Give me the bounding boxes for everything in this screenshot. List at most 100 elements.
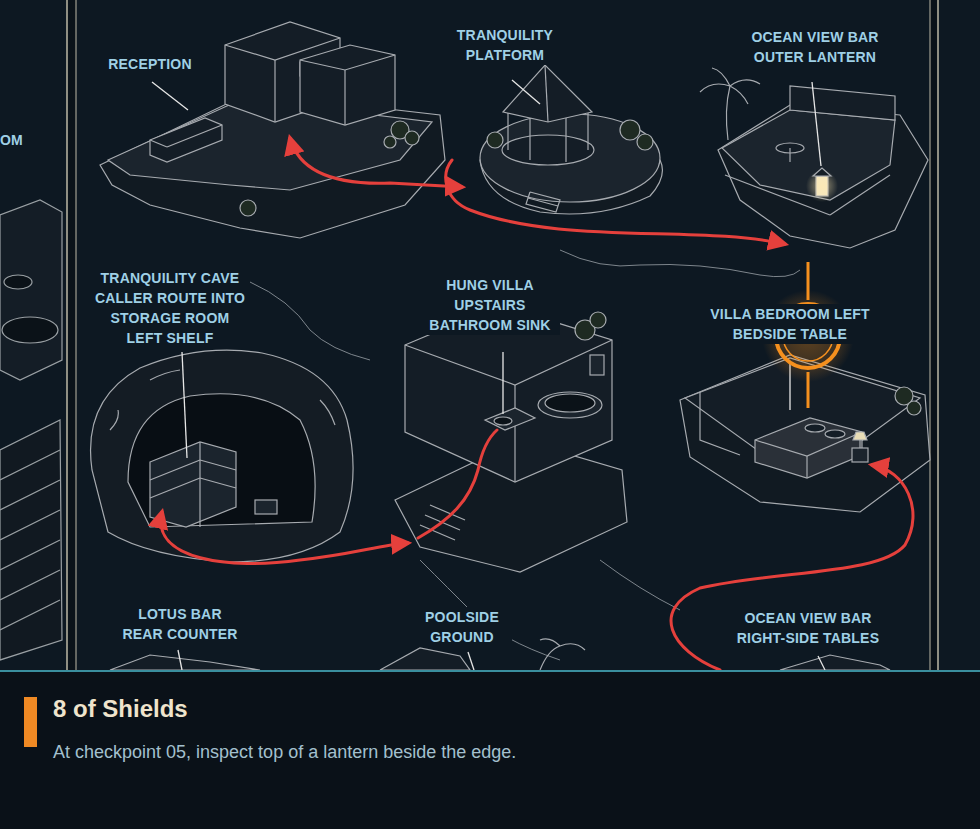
map-label: OCEAN VIEW BAR OUTER LANTERN xyxy=(740,27,890,67)
illustration-shape xyxy=(2,317,58,343)
illustration-shape xyxy=(825,430,845,438)
illustration-shape xyxy=(0,670,980,829)
illustration-shape xyxy=(300,55,395,70)
left-strip-drawing xyxy=(0,200,62,660)
illustration-shape xyxy=(0,670,980,672)
illustration-shape xyxy=(255,500,277,514)
illustration-shape xyxy=(0,0,67,670)
illustration-shape xyxy=(91,350,354,562)
card-title: 8 of Shields xyxy=(53,694,188,724)
illustration-shape xyxy=(930,0,931,670)
illustration-shape xyxy=(0,540,60,570)
illustration-shape xyxy=(859,440,860,448)
illustration-shape xyxy=(503,65,592,122)
map-label: VILLA BEDROOM LEFT BEDSIDE TABLE xyxy=(700,304,880,344)
illustration-shape xyxy=(700,68,760,104)
illustration-shape xyxy=(805,424,825,432)
illustration-shape xyxy=(150,460,200,480)
illustration-shape xyxy=(590,312,606,328)
illustration-shape xyxy=(755,418,862,478)
illustration-shape xyxy=(405,340,612,385)
illustration-shape xyxy=(726,86,730,140)
illustration-shape xyxy=(528,198,558,206)
illustration-shape xyxy=(853,432,867,440)
card-caption: At checkpoint 05, inspect top of a lante… xyxy=(53,740,516,764)
map-label: RECEPTION xyxy=(90,54,210,74)
illustration-shape xyxy=(0,450,60,480)
illustration-shape xyxy=(344,70,345,125)
leader-lines xyxy=(152,80,825,670)
route-arrows xyxy=(161,138,913,670)
illustration-shape xyxy=(384,136,396,148)
illustration-shape xyxy=(620,120,640,140)
illustration-shape xyxy=(0,480,60,510)
illustration-shape xyxy=(529,118,530,160)
illustration-shape xyxy=(538,392,602,418)
illustration-shape xyxy=(480,114,660,202)
illustration-shape xyxy=(24,697,37,747)
illustration-shape xyxy=(587,113,588,150)
info-bar xyxy=(0,670,980,829)
illustration-shape xyxy=(110,370,335,430)
illustration-shape xyxy=(76,0,930,670)
illustration-shape xyxy=(718,105,928,248)
illustration-shape xyxy=(540,639,585,670)
illustration-shape xyxy=(813,168,831,176)
illustration-shape xyxy=(0,570,60,600)
illustration-shape xyxy=(590,355,604,375)
illustration-shape xyxy=(0,0,980,670)
illustration-shape xyxy=(468,652,474,670)
illustration-shape xyxy=(812,82,821,166)
illustration-shape xyxy=(545,65,548,122)
map-label: LOTUS BAR REAR COUNTER xyxy=(118,604,242,644)
illustration-shape xyxy=(502,352,503,414)
illustration-shape xyxy=(150,118,222,162)
illustration-shape xyxy=(830,175,890,215)
illustration-shape xyxy=(600,560,680,610)
illustration-shape xyxy=(128,394,315,527)
illustration-shape xyxy=(560,250,800,277)
illustration-shape xyxy=(0,600,60,630)
illustration-shape xyxy=(512,80,540,104)
map-label: TRANQUILITY PLATFORM xyxy=(439,25,571,65)
illustration-shape xyxy=(807,372,810,408)
map-label: POOLSIDE GROUND xyxy=(412,607,512,647)
illustration-shape xyxy=(161,512,408,564)
cave-island xyxy=(91,350,354,562)
illustration-shape xyxy=(178,650,182,670)
illustration-shape xyxy=(807,262,810,300)
illustration-shape xyxy=(507,113,508,150)
illustration-shape xyxy=(780,655,890,670)
illustration-shape xyxy=(150,140,167,147)
illustration-shape xyxy=(199,442,200,527)
illustration-shape xyxy=(182,352,187,458)
illustration-shape xyxy=(150,478,200,498)
map-label: TRANQUILITY CAVE CALLER ROUTE INTO STORA… xyxy=(90,268,250,348)
illustration-shape xyxy=(76,0,77,670)
illustration-shape xyxy=(380,648,470,670)
map-label: HUNG VILLA UPSTAIRS BATHROOM SINK xyxy=(420,275,560,335)
illustration-shape xyxy=(405,131,419,145)
illustration-shape xyxy=(446,160,785,244)
illustration-shape xyxy=(200,460,236,470)
illustration-shape xyxy=(755,432,862,456)
illustration-shape xyxy=(0,200,62,380)
illustration-shape xyxy=(4,275,32,289)
illustration-shape xyxy=(526,192,560,212)
illustration-shape xyxy=(290,138,462,187)
illustration-shape xyxy=(700,392,740,455)
illustration-shape xyxy=(637,134,653,150)
illustration-shape xyxy=(0,420,62,660)
illustration-shape xyxy=(514,385,515,482)
bar-island xyxy=(700,68,928,248)
villa-island xyxy=(395,305,627,572)
illustration-shape xyxy=(250,282,370,360)
map-panels xyxy=(0,0,980,670)
illustration-shape xyxy=(494,417,512,425)
illustration-shape xyxy=(937,0,939,670)
illustration-shape xyxy=(565,118,566,162)
illustration-shape xyxy=(938,0,980,670)
illustration-shape xyxy=(66,0,68,670)
illustration-shape xyxy=(152,82,188,110)
